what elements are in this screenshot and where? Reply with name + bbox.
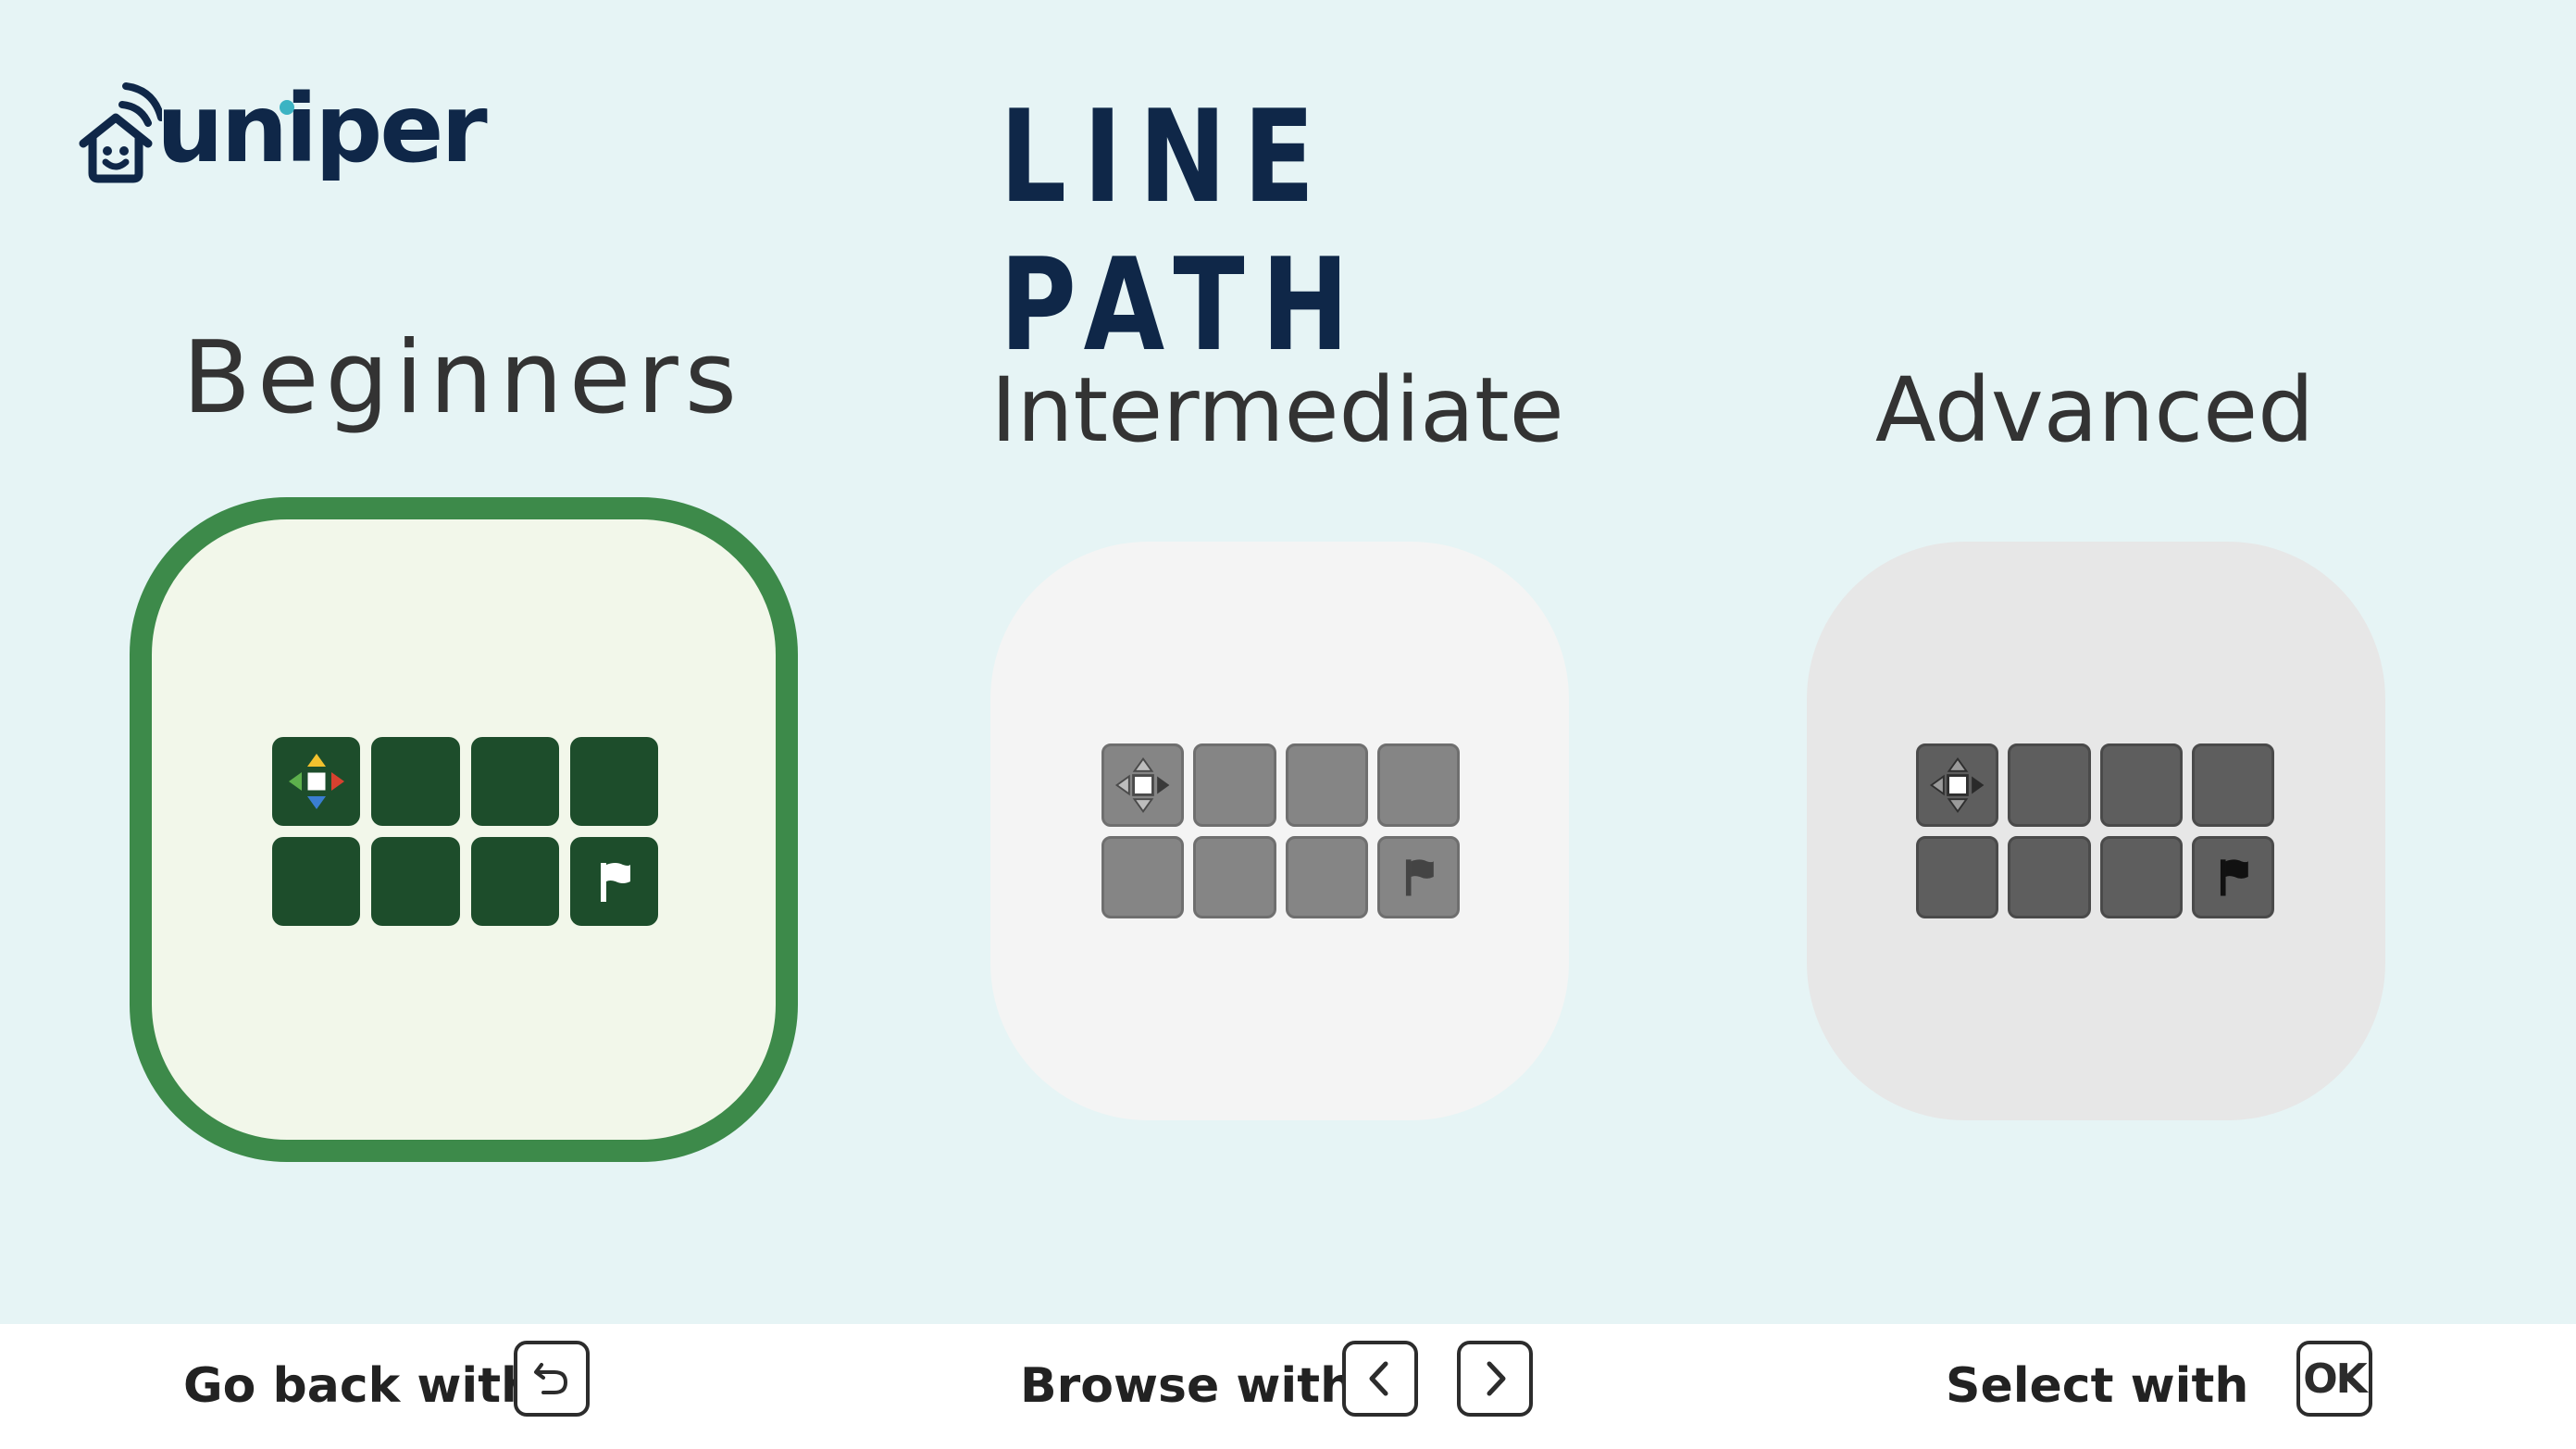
path-tile bbox=[2008, 835, 2091, 918]
back-key-button[interactable] bbox=[514, 1341, 590, 1417]
chevron-left-icon bbox=[1369, 1361, 1388, 1396]
page-title: LINE PATH bbox=[1000, 82, 1366, 380]
start-tile bbox=[272, 737, 361, 826]
path-tile bbox=[2191, 743, 2274, 827]
goal-tile bbox=[1376, 835, 1460, 918]
path-tile bbox=[470, 837, 559, 926]
path-tile bbox=[2099, 835, 2183, 918]
path-grid-icon bbox=[1101, 743, 1460, 918]
level-card-advanced[interactable] bbox=[1807, 542, 2385, 1120]
path-tile bbox=[470, 737, 559, 826]
start-tile bbox=[1916, 743, 1999, 827]
logo-wordmark: uniper bbox=[156, 74, 488, 184]
start-tile bbox=[1101, 743, 1185, 827]
path-tile bbox=[371, 837, 460, 926]
select-hint: Select with bbox=[1946, 1358, 2249, 1414]
path-tile bbox=[1916, 835, 1999, 918]
path-tile bbox=[1193, 743, 1276, 827]
level-label-intermediate: Intermediate bbox=[990, 358, 1564, 462]
logo-dot bbox=[280, 100, 294, 115]
browse-right-button[interactable] bbox=[1457, 1341, 1533, 1417]
level-label-beginners: Beginners bbox=[181, 320, 744, 436]
path-tile bbox=[1285, 835, 1368, 918]
footer-bar bbox=[0, 1324, 2576, 1449]
path-tile bbox=[2099, 743, 2183, 827]
browse-hint: Browse with bbox=[1020, 1358, 1355, 1414]
direction-arrows-icon bbox=[1114, 756, 1170, 813]
undo-arrow-icon bbox=[534, 1363, 568, 1394]
flag-icon bbox=[601, 863, 631, 902]
flag-icon bbox=[1406, 859, 1435, 896]
goal-tile bbox=[569, 837, 658, 926]
go-back-hint: Go back with bbox=[183, 1358, 536, 1414]
ok-key-button[interactable]: OK bbox=[2296, 1341, 2372, 1417]
direction-arrows-icon bbox=[288, 754, 344, 809]
path-tile bbox=[1101, 835, 1185, 918]
chevron-right-icon bbox=[1487, 1361, 1506, 1396]
path-tile bbox=[272, 837, 361, 926]
path-tile bbox=[1193, 835, 1276, 918]
path-tile bbox=[1376, 743, 1460, 827]
level-card-intermediate[interactable] bbox=[990, 542, 1569, 1120]
goal-tile bbox=[2191, 835, 2274, 918]
browse-left-button[interactable] bbox=[1342, 1341, 1418, 1417]
path-tile bbox=[2008, 743, 2091, 827]
level-card-beginners[interactable] bbox=[130, 497, 798, 1162]
path-tile bbox=[1285, 743, 1368, 827]
path-tile bbox=[569, 737, 658, 826]
house-wifi-icon bbox=[79, 82, 162, 183]
direction-arrows-icon bbox=[1929, 756, 1985, 813]
level-label-advanced: Advanced bbox=[1874, 358, 2315, 462]
path-grid-icon bbox=[272, 737, 658, 926]
path-tile bbox=[371, 737, 460, 826]
uniper-logo: uniper bbox=[74, 65, 488, 194]
flag-icon bbox=[2221, 859, 2249, 896]
path-grid-icon bbox=[1916, 743, 2274, 918]
